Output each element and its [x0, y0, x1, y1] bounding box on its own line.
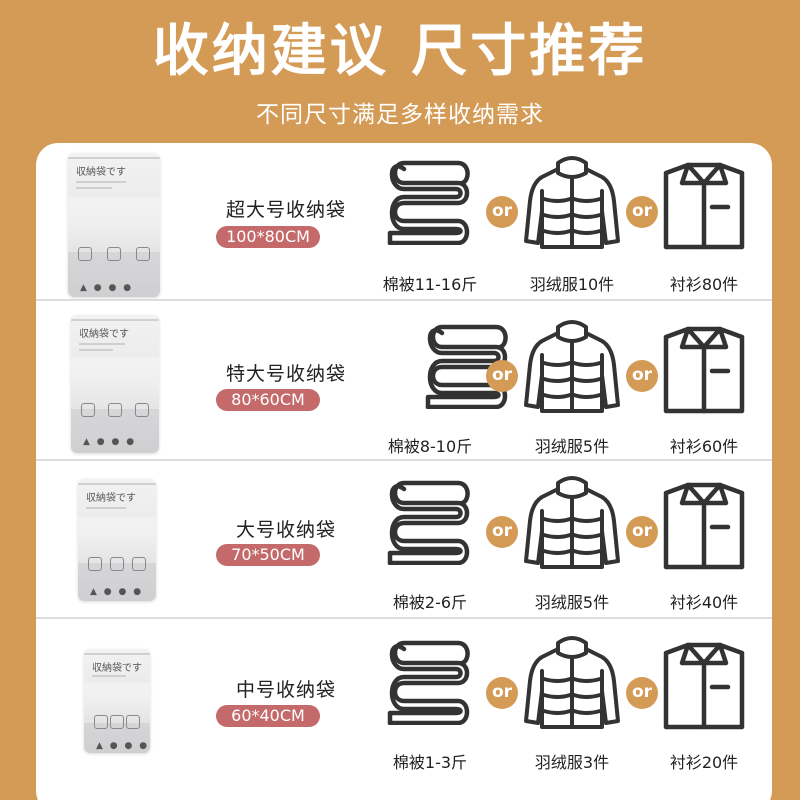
or-badge: or [486, 516, 518, 548]
size-row-m: 収納袋です ▲ ● ● ● 中号收纳袋 60*40CM or [36, 621, 772, 800]
or-badge: or [486, 677, 518, 709]
row-divider [36, 299, 772, 301]
or-badge: or [626, 516, 658, 548]
bag-name: 大号收纳袋 [235, 519, 336, 541]
down-jacket-icon [524, 636, 620, 729]
storage-bag-image: 収納袋です ▲ ● ● ● [68, 153, 160, 297]
row-divider [36, 617, 772, 619]
blanket-icon [387, 160, 470, 245]
blanket-capacity: 棉被11-16斤 [382, 275, 478, 294]
row-divider [36, 459, 772, 461]
bag-name: 中号收纳袋 [235, 679, 336, 701]
size-badge: 100*80CM [216, 226, 320, 248]
page-title: 收纳建议 尺寸推荐 [152, 19, 648, 84]
shirt-capacity: 衬衫80件 [669, 275, 739, 294]
size-badge: 80*60CM [216, 389, 320, 411]
page-subtitle: 不同尺寸满足多样收纳需求 [256, 102, 544, 128]
size-badge: 70*50CM [216, 544, 320, 566]
size-badge: 60*40CM [216, 705, 320, 727]
blanket-capacity: 棉被8-10斤 [387, 437, 473, 456]
bag-name: 特大号收纳袋 [225, 363, 346, 385]
jacket-capacity: 羽绒服5件 [534, 593, 610, 612]
storage-bag-image: 収納袋です ▲ ● ● ● [78, 479, 156, 601]
down-jacket-icon [524, 320, 620, 413]
blanket-capacity: 棉被1-3斤 [392, 753, 468, 772]
storage-bag-image: 収納袋です ▲ ● ● ● [71, 315, 159, 453]
shirt-icon [663, 482, 745, 570]
down-jacket-icon [524, 156, 620, 249]
jacket-capacity: 羽绒服3件 [534, 753, 610, 772]
size-recommendation-panel: 収納袋です ▲ ● ● ● 超大号收纳袋 100*80CM or [36, 143, 772, 800]
size-row-l: 収納袋です ▲ ● ● ● 大号收纳袋 70*50CM or [36, 461, 772, 619]
shirt-capacity: 衬衫40件 [669, 593, 739, 612]
blanket-capacity: 棉被2-6斤 [392, 593, 468, 612]
or-badge: or [626, 360, 658, 392]
or-badge: or [486, 360, 518, 392]
or-badge: or [626, 196, 658, 228]
or-badge: or [486, 196, 518, 228]
jacket-capacity: 羽绒服5件 [534, 437, 610, 456]
storage-bag-image: 収納袋です ▲ ● ● ● [84, 649, 150, 753]
shirt-icon [663, 642, 745, 730]
shirt-icon [663, 326, 745, 414]
or-badge: or [626, 677, 658, 709]
size-row-xl: 収納袋です ▲ ● ● ● 特大号收纳袋 80*60CM or [36, 303, 772, 461]
shirt-capacity: 衬衫20件 [669, 753, 739, 772]
size-row-xxl: 収納袋です ▲ ● ● ● 超大号收纳袋 100*80CM or [36, 143, 772, 301]
bag-name: 超大号收纳袋 [225, 199, 346, 221]
blanket-icon [387, 640, 470, 725]
shirt-capacity: 衬衫60件 [669, 437, 739, 456]
down-jacket-icon [524, 476, 620, 569]
jacket-capacity: 羽绒服10件 [529, 275, 615, 294]
shirt-icon [663, 162, 745, 250]
blanket-icon [387, 480, 470, 565]
